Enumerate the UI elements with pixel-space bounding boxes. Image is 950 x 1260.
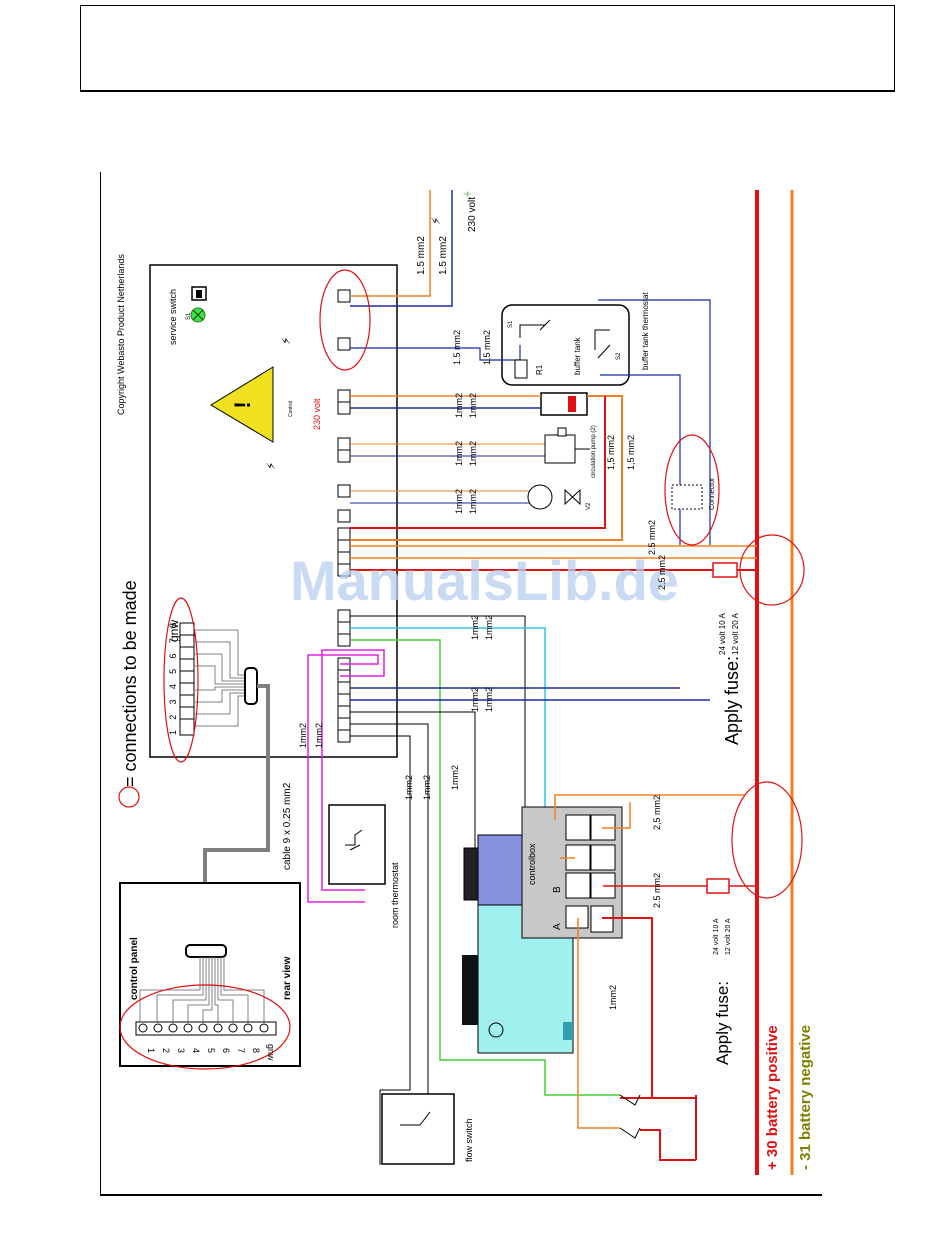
wire-label-15: 1mm2 [470,687,480,712]
diagram-frame [100,172,822,1196]
controller-230v-label: 230 volt [312,398,322,430]
wire-label-12: 2.5 mm2 [657,555,667,590]
wire-label-14: 1mm2 [484,615,494,640]
wire-label-13: 1mm2 [470,615,480,640]
legend-text: = connections to be made [120,580,140,787]
header-box [80,5,895,92]
battery-negative-label: - 31 battery negative [797,1025,814,1170]
mains-wire-2: 1.5 mm2 [438,236,449,275]
fuse-bottom-12v: 12 volt 20 A [725,918,732,955]
buffer-tank-thermostat-label: buffer tank thermostat [641,292,650,370]
svg-text:2: 2 [161,1048,171,1053]
lightning-icon-2: ⚡ [279,337,293,345]
fuse-top [712,562,738,578]
controlbox-connectors [565,814,616,933]
wire-label-23: 2.5 mm2 [652,873,662,908]
control-panel-terminal-strip [135,1021,277,1036]
controlbox-label: controlbox [527,843,537,885]
fuse-top-12v: 12 volt 20 A [731,613,740,655]
warning-triangle-icon [210,366,274,443]
connection-markers [118,269,805,1070]
flow-switch [381,1093,455,1165]
wire-label-2: 1.5 mm2 [482,330,492,365]
cable-9x025 [203,684,270,945]
wire-label-17: 1mm2 [298,723,308,748]
fuse-top-24v: 24 volt 10 A [718,613,727,655]
fuse-bottom-title: Apply fuse: [713,981,732,1065]
mains-230v-label: 230 volt [467,197,478,232]
svg-text:6: 6 [221,1048,231,1053]
room-thermostat [328,804,386,885]
controlbox-b-label: B [552,886,563,893]
svg-text:8: 8 [251,1048,261,1053]
controller-terminal-numbers: 1 2 3 4 5 6 7 8 [168,623,178,735]
svg-text:7: 7 [236,1048,246,1053]
svg-text:⏚: ⏚ [463,190,472,198]
control-panel-title: control panel [129,937,140,1000]
svg-text:1: 1 [146,1048,156,1053]
wire-label-16: 1mm2 [484,687,494,712]
wire-label-22: 2,5 mm2 [652,795,662,830]
watermark-text: ManualsLib.de [290,549,679,612]
valve-label: V2 [586,502,592,510]
control-panel-terminal-labels: 1 2 3 4 5 6 7 8 gnw [146,1044,276,1061]
fuse-top-title: Apply fuse: [722,656,742,745]
wire-label-10: 1,5 mm2 [626,435,636,470]
wire-label-19: 1mm2 [404,775,414,800]
svg-text:!: ! [230,401,255,408]
connector [671,484,703,510]
lightning-icon-3: ⚡ [264,462,278,470]
buffer-tank-r1: R1 [535,364,544,375]
wire-label-18: 1mm2 [314,723,324,748]
room-thermostat-label: room thermostat [390,862,400,928]
controller-cable-connector [244,667,258,705]
wire-label-8: 1mm2 [468,489,478,514]
svg-text:3: 3 [176,1048,186,1053]
wire-label-7: 1mm2 [454,489,464,514]
wire-label-9: 1,5 mm2 [606,435,616,470]
wire-label-11: 2.5 mm2 [647,520,657,555]
controller-gnw-terminals [179,622,195,736]
wire-label-24: 1mm2 [608,985,618,1010]
control-panel [119,882,301,1067]
circulation-pump [544,434,576,464]
heater-exhaust [463,847,479,901]
svg-text:4: 4 [191,1048,201,1053]
buffer-tank-label: buffer tank [573,336,582,375]
wire-label-5: 1mm2 [454,441,464,466]
wire-label-3: 1mm2 [454,393,464,418]
wire-label-1: 1.5 mm2 [452,330,462,365]
fuse-bottom-24v: 24 volt 10 A [713,918,720,955]
wire-label-21: 1mm2 [450,765,460,790]
s1-label: S1 [186,312,192,320]
valve-v2 [564,488,581,506]
control-panel-subtitle: rear view [282,956,293,1000]
valve-motor [527,484,553,510]
wire-label-6: 1mm2 [468,441,478,466]
controller-gnw-label: gnw [167,620,181,642]
copyright-text: Copyright Webasto Product Netherlands [116,254,126,415]
controller-control-label: Control [288,401,294,417]
buffer-tank-s2: S2 [616,352,622,360]
service-switch-label: service switch [168,289,178,345]
lightning-icon-1: ⚡ [429,217,443,225]
buffer-tank-s1: S1 [508,320,514,328]
svg-text:gnw: gnw [266,1044,276,1061]
wire-label-4: 1mm2 [468,393,478,418]
svg-text:5: 5 [206,1048,216,1053]
wire-label-20: 1mm2 [422,775,432,800]
controlbox-a-label: A [552,923,563,930]
connector-label: Connector [709,477,716,510]
pump-label: circulation pump (2) [591,425,597,478]
flow-switch-label: flow switch [464,1118,474,1162]
fuse-bottom [706,878,730,894]
battery-positive-label: + 30 battery positive [764,1025,781,1170]
heater-body-blue [477,834,529,912]
mains-wire-1: 1.5 mm2 [416,236,427,275]
cable-label: cable 9 x 0.25 mm2 [282,782,293,870]
